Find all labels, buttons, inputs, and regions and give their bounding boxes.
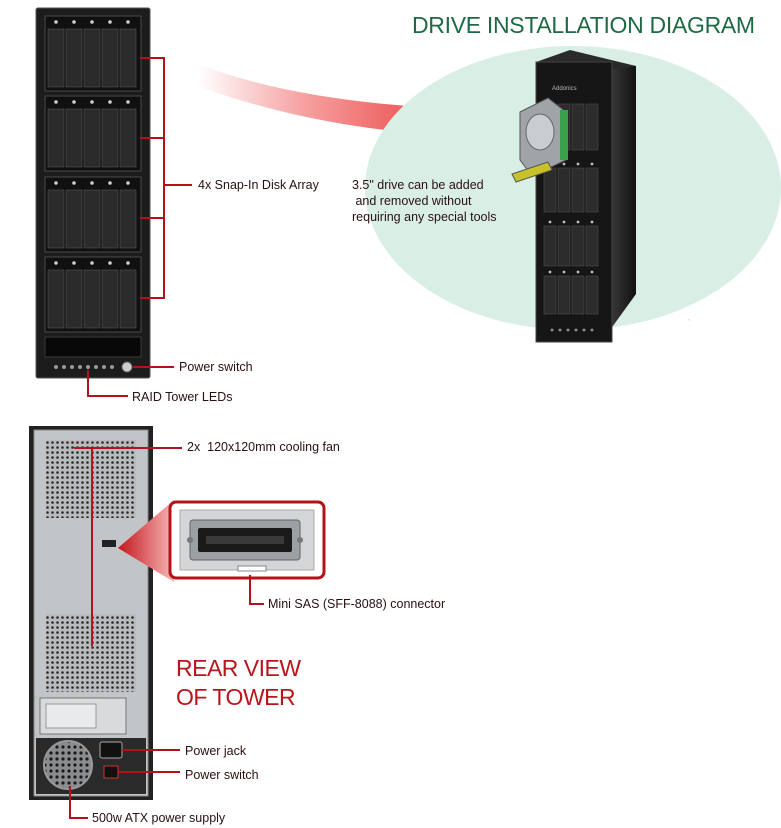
rear-view-heading: REAR VIEW OF TOWER bbox=[176, 654, 301, 712]
front-tower bbox=[35, 7, 151, 379]
install-tower: Addonics bbox=[511, 50, 636, 343]
hard-drive bbox=[511, 97, 568, 183]
disk-array-4 bbox=[44, 256, 142, 333]
install-arrow bbox=[198, 64, 502, 160]
rear-view-line-1: REAR VIEW bbox=[176, 655, 301, 681]
bottom-bay bbox=[44, 336, 142, 358]
label-front-power-switch: Power switch bbox=[179, 360, 253, 374]
connector-callout-box bbox=[168, 500, 326, 580]
label-disk-array: 4x Snap-In Disk Array bbox=[198, 178, 319, 192]
rear-power-switch-rocker bbox=[103, 765, 119, 779]
disk-array-3 bbox=[44, 176, 142, 253]
rear-tower bbox=[29, 426, 153, 800]
label-rear-power-switch: Power switch bbox=[185, 768, 259, 782]
label-power-supply: 500w ATX power supply bbox=[92, 811, 226, 825]
svg-text:`: ` bbox=[688, 320, 690, 327]
note-line-1: 3.5" drive can be added bbox=[352, 178, 484, 192]
note-line-3: requiring any special tools bbox=[352, 210, 497, 224]
diagram-title: DRIVE INSTALLATION DIAGRAM bbox=[412, 12, 755, 38]
connector-callout-cone bbox=[118, 500, 174, 582]
label-power-jack: Power jack bbox=[185, 744, 247, 758]
front-leader-lines bbox=[87, 57, 192, 397]
label-mini-sas-connector: Mini SAS (SFF-8088) connector bbox=[268, 597, 446, 611]
psu-fan bbox=[43, 740, 93, 790]
rear-view-line-2: OF TOWER bbox=[176, 684, 296, 710]
label-cooling-fan: 2x 120x120mm cooling fan bbox=[187, 440, 340, 454]
led-strip bbox=[54, 365, 114, 369]
tower-brand: Addonics bbox=[552, 86, 577, 92]
power-jack-socket bbox=[99, 741, 123, 759]
front-power-button bbox=[121, 361, 133, 373]
disk-array-2 bbox=[44, 95, 142, 172]
note-line-2: and removed without bbox=[352, 194, 472, 208]
installation-note: 3.5" drive can be added and removed with… bbox=[352, 177, 497, 225]
label-raid-leds: RAID Tower LEDs bbox=[132, 390, 233, 404]
disk-array-1 bbox=[44, 15, 142, 92]
rear-leader-lines bbox=[69, 447, 264, 819]
